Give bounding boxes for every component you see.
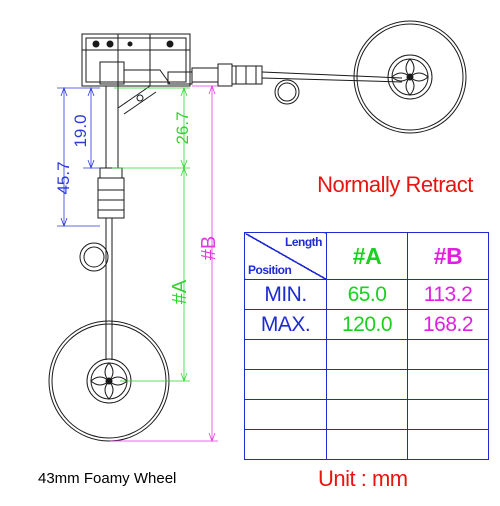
row-label <box>244 429 327 460</box>
value-a <box>326 369 408 400</box>
row-label: MAX. <box>244 309 327 340</box>
header-col-b: #B <box>407 232 489 280</box>
value-a <box>326 429 408 460</box>
dim-19-0: 19.0 <box>71 114 90 147</box>
table-header-row: Length Position #A #B <box>244 232 489 280</box>
header-col-a: #A <box>326 232 408 280</box>
diagram-title: Normally Retract <box>317 172 473 197</box>
wheel-caption: 43mm Foamy Wheel <box>38 470 177 487</box>
unit-label: Unit : mm <box>318 466 408 491</box>
value-b <box>407 369 489 400</box>
row-label <box>244 369 327 400</box>
value-b: 168.2 <box>407 309 489 340</box>
table-row <box>244 369 489 400</box>
header-corner-cell: Length Position <box>244 232 327 280</box>
dim-label-b: #B <box>198 236 220 260</box>
table-row: MAX. 120.0 168.2 <box>244 309 489 340</box>
value-b <box>407 399 489 430</box>
value-a <box>326 399 408 430</box>
header-position: Position <box>248 263 292 277</box>
dimension-lines-green <box>112 86 190 383</box>
table-row <box>244 339 489 370</box>
value-a: 120.0 <box>326 309 408 340</box>
header-length: Length <box>285 235 323 249</box>
table-row <box>244 399 489 430</box>
row-label <box>244 339 327 370</box>
value-b: 113.2 <box>407 279 489 310</box>
retracted-strut <box>191 63 403 105</box>
extended-strut <box>79 85 157 360</box>
row-label: MIN. <box>244 279 327 310</box>
table-row <box>244 429 489 460</box>
dim-label-a: #A <box>169 279 191 304</box>
retract-unit <box>81 33 193 87</box>
dimension-lines-magenta <box>110 84 218 443</box>
upper-wheel <box>353 20 467 134</box>
table-row: MIN. 65.0 113.2 <box>244 279 489 310</box>
value-b <box>407 429 489 460</box>
spec-table: Length Position #A #B MIN. 65.0 113.2 MA… <box>244 232 489 460</box>
row-label <box>244 399 327 430</box>
dimension-lines-blue <box>57 86 100 228</box>
dim-26-7: 26.7 <box>173 111 192 144</box>
value-b <box>407 339 489 370</box>
value-a: 65.0 <box>326 279 408 310</box>
dim-45-7: 45.7 <box>54 161 73 194</box>
value-a <box>326 339 408 370</box>
